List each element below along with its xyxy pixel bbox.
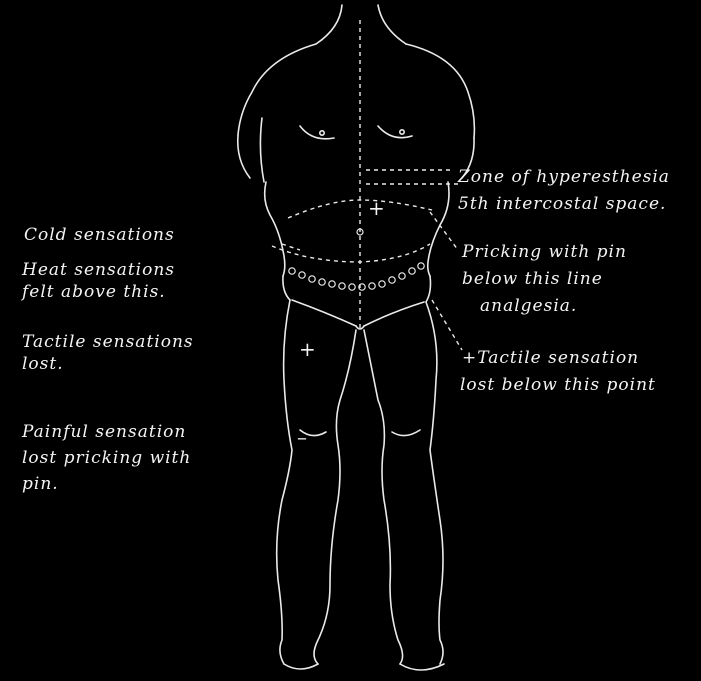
tactile-lost-line-1: Tactile sensations: [22, 333, 194, 352]
heat-ring-5: [329, 281, 335, 287]
heat-line-1: Heat sensations: [22, 261, 175, 280]
painful-line-2: lost pricking with: [22, 449, 191, 468]
left-breast-line: [300, 126, 334, 139]
minus-mark-thigh: –: [297, 428, 308, 447]
cold-sensations-label: Cold sensations: [24, 226, 175, 245]
waist-dashed-line: [272, 244, 430, 262]
heat-ring-13: [409, 268, 415, 274]
painful-line-3: pin.: [22, 475, 59, 494]
right-nipple: [400, 130, 404, 134]
right-torso-line: [428, 182, 449, 276]
heat-ring-3: [309, 276, 315, 282]
heat-ring-10: [379, 281, 385, 287]
heat-ring-6: [339, 283, 345, 289]
left-foot-line: [284, 664, 318, 669]
left-torso-line: [265, 182, 285, 276]
right-shoulder-line: [406, 44, 474, 138]
heat-ring-9: [369, 283, 375, 289]
heat-ring-4: [319, 279, 325, 285]
left-leg-inner-line: [314, 330, 356, 664]
zone-line-2: 5th intercostal space.: [458, 195, 666, 214]
pricking-line-3: analgesia.: [480, 297, 577, 316]
right-knee-line: [392, 430, 420, 436]
right-leg-inner-line: [364, 330, 403, 664]
right-foot-line: [400, 664, 444, 670]
heat-ring-7: [349, 284, 355, 290]
left-inner-arm-line: [260, 118, 264, 182]
pricking-line-1: Pricking with pin: [462, 243, 627, 262]
neck-right-line: [378, 5, 406, 44]
plus-mark-thigh: +: [299, 340, 317, 359]
tactile-point-line-1: +Tactile sensation: [462, 349, 639, 368]
right-hip-line: [426, 276, 431, 302]
heat-pointer-line: [282, 244, 300, 250]
left-arm-line: [238, 135, 250, 178]
heat-ring-14: [418, 263, 424, 269]
painful-line-1: Painful sensation: [22, 423, 186, 442]
heat-ring-11: [389, 277, 395, 283]
left-groin-line: [292, 300, 356, 326]
tactile-point-line-2: lost below this point: [460, 376, 656, 395]
heat-line-2: felt above this.: [22, 283, 166, 302]
right-breast-line: [378, 126, 412, 138]
left-leg-outer-line: [277, 300, 292, 664]
neck-left-line: [316, 5, 342, 44]
heat-ring-2: [299, 272, 305, 278]
left-nipple: [320, 131, 324, 135]
plus-mark-abdomen: +: [368, 199, 386, 218]
right-leg-outer-line: [426, 302, 443, 664]
left-hip-line: [283, 276, 290, 300]
heat-ring-12: [399, 273, 405, 279]
left-shoulder-line: [238, 44, 316, 135]
right-groin-line: [364, 302, 424, 326]
pricking-line-2: below this line: [462, 270, 603, 289]
heat-ring-1: [289, 268, 295, 274]
zone-line-1: Zone of hyperesthesia: [458, 168, 670, 187]
tactile-lost-line-2: lost.: [22, 355, 64, 374]
